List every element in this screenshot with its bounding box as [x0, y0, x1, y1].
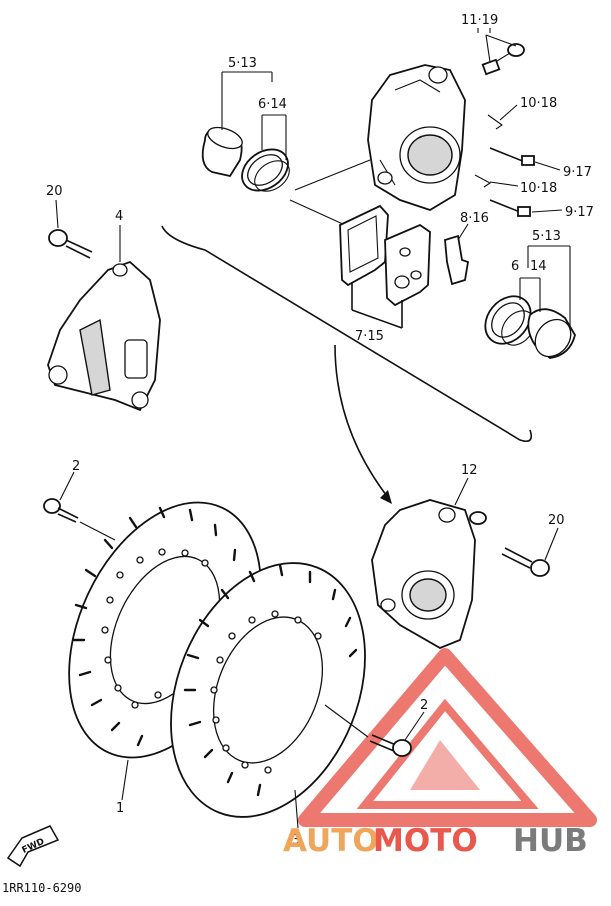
- label-20-left: 20: [46, 184, 63, 199]
- watermark-part-m: MOTO: [373, 823, 478, 859]
- caliper-bolt-left: [48, 229, 93, 259]
- label-3: 3: [292, 833, 300, 848]
- label-12: 12: [461, 463, 478, 478]
- label-1: 1: [116, 801, 124, 816]
- watermark-part-h: HUB: [513, 823, 588, 859]
- pin-clip-a: [487, 114, 503, 130]
- disc-bolt-bottom: [369, 734, 412, 757]
- pad-pin-a: [489, 147, 535, 166]
- bleed-screw-top: [481, 43, 525, 76]
- label-2-bottom: 2: [420, 698, 428, 713]
- fwd-arrow-icon: FWD: [6, 825, 60, 868]
- piston-seal-right: [484, 295, 535, 346]
- pad-pin-b: [489, 199, 531, 217]
- pad-spring: [444, 234, 470, 286]
- label-6: 6: [511, 259, 519, 274]
- label-4: 4: [115, 209, 123, 224]
- label-10-18-b: 10·18: [520, 181, 557, 196]
- seal-to-caliper-line: [294, 159, 371, 191]
- brake-pad-right: [384, 223, 431, 307]
- label-11-19: 11·19: [461, 13, 498, 28]
- leader-lines: [55, 28, 571, 829]
- seal-to-pad-line: [289, 199, 346, 226]
- piston-top: [201, 126, 243, 178]
- watermark-text: AUTO MOTO HUB: [283, 823, 588, 859]
- label-8-16: 8·16: [460, 211, 489, 226]
- brake-pad-left: [339, 204, 389, 287]
- label-5-13-top: 5·13: [228, 56, 257, 71]
- pin-clip-b: [474, 174, 492, 188]
- label-7-15: 7·15: [355, 329, 384, 344]
- piston-seal-top: [241, 148, 290, 192]
- label-2-top: 2: [72, 459, 80, 474]
- diagram-code: 1RR110-6290: [2, 881, 81, 895]
- disc-bolt-top: [43, 498, 79, 523]
- label-5-13-right: 5·13: [532, 229, 561, 244]
- group-bracket-line: [161, 225, 533, 443]
- brake-disc-3: [170, 562, 366, 818]
- label-6-14-top: 6·14: [258, 97, 287, 112]
- label-9-17-a: 9·17: [563, 165, 592, 180]
- left-caliper: [47, 260, 161, 412]
- caliper-bolt-right: [501, 547, 550, 577]
- assembly-arrow: [334, 344, 391, 501]
- piston-right: [527, 308, 576, 359]
- label-20-right: 20: [548, 513, 565, 528]
- label-14: 14: [530, 259, 547, 274]
- label-9-17-b: 9·17: [565, 205, 594, 220]
- top-caliper-body: [367, 64, 466, 211]
- watermark-part-a: AUTO: [283, 823, 379, 859]
- label-10-18-a: 10·18: [520, 96, 557, 111]
- assembly-arrowhead-icon: [380, 490, 392, 504]
- assembled-caliper: [371, 499, 487, 649]
